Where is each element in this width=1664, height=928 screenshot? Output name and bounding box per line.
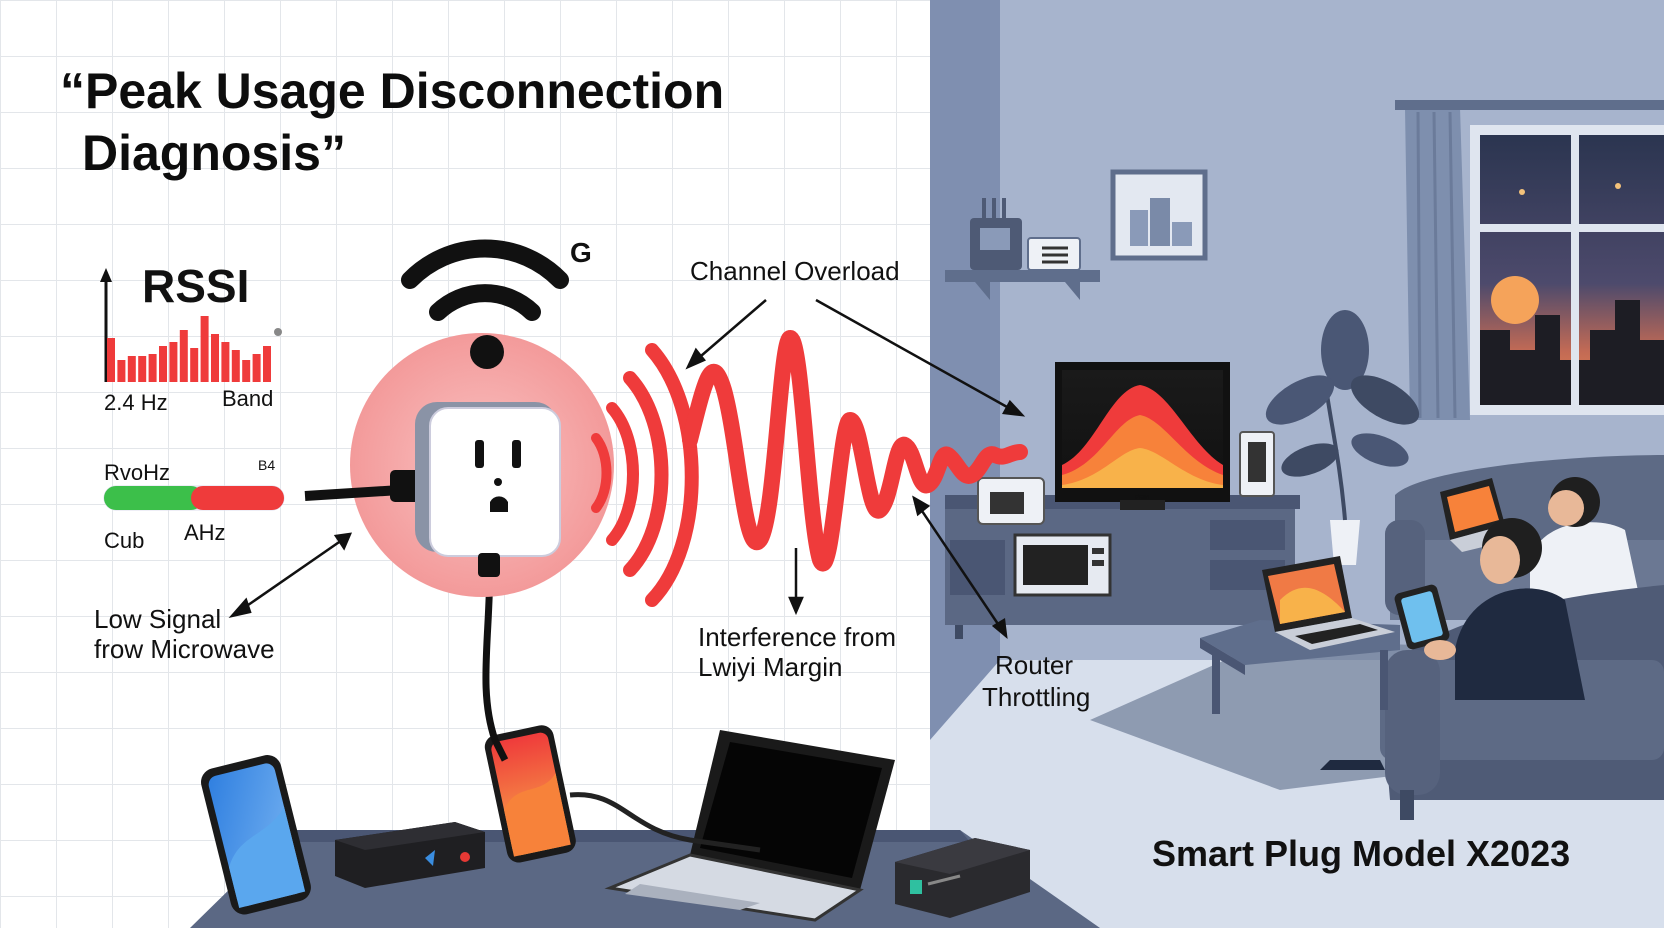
streaming-box (335, 822, 485, 888)
rssi-bar (117, 360, 126, 382)
wifi-icon (401, 239, 569, 369)
wifi-badge: G (570, 237, 592, 268)
rssi-bar (252, 354, 261, 382)
potted-plant (1265, 310, 1420, 565)
rssi-freq-label: 2.4 Hz (104, 390, 168, 415)
signal-emission-arcs (591, 343, 699, 607)
callout-router-2: Throttling (982, 682, 1090, 712)
callout-low-signal-2: frow Microwave (94, 634, 275, 664)
smartphone-blue (201, 755, 311, 915)
person-front (1320, 518, 1585, 770)
living-room-scene: ᴘᴇᴍ (930, 0, 1664, 928)
rssi-bar (107, 338, 115, 382)
rssi-bar (138, 356, 147, 382)
rssi-bar (127, 356, 136, 382)
model-label: Smart Plug Model X2023 (1152, 833, 1570, 874)
wall-picture (1110, 169, 1208, 261)
wall-shelf (945, 198, 1100, 300)
laptop-open (604, 730, 895, 922)
window (1395, 100, 1664, 420)
title-line-2: Diagnosis” (82, 125, 346, 181)
rssi-bar (169, 342, 178, 382)
rssi-bar-chart (107, 316, 271, 382)
rssi-bar (148, 354, 157, 382)
interference-waveform (682, 329, 1028, 572)
tablet-device (1394, 584, 1456, 660)
rssi-bar (263, 346, 271, 382)
axis-arrow-icon (100, 268, 112, 282)
table-laptop (1262, 556, 1395, 650)
speaker-tower (1239, 431, 1275, 497)
callout-channel-overload: Channel Overload (690, 256, 900, 286)
outlet-face-icon (475, 440, 521, 512)
meter-bottom-right: AHz (184, 520, 226, 545)
callout-low-signal-1: Low Signal (94, 604, 221, 634)
tv-brand: ᴘᴇᴍ (1135, 492, 1149, 501)
title-line-1: “Peak Usage Disconnection (60, 63, 724, 119)
rssi-bar (200, 316, 209, 382)
rssi-bar (221, 342, 230, 382)
signal-meter-green (104, 486, 203, 510)
callout-arrows (228, 298, 1026, 639)
speaker-box (1027, 237, 1081, 271)
phone-cable (569, 792, 761, 853)
signal-meter (103, 485, 285, 511)
meter-top-left: RvoHz (104, 460, 170, 485)
meter-bottom-left: Cub (104, 528, 144, 553)
television: ᴘᴇᴍ (1055, 362, 1230, 510)
smartphone-charging (484, 725, 576, 863)
person-back (1530, 477, 1640, 600)
rssi-bar (211, 334, 219, 382)
rssi-bar (231, 350, 240, 382)
callout-router-1: Router (995, 650, 1073, 680)
router-device (970, 198, 1022, 270)
rssi-bar (242, 360, 251, 382)
media-box (977, 477, 1045, 525)
rssi-panel: RSSI 2.4 Hz Band RvoHz B4 Cub AHz (100, 260, 285, 553)
callout-interference-1: Interference from (698, 622, 896, 652)
sun-icon (1491, 276, 1539, 324)
rssi-heading: RSSI (142, 260, 249, 312)
rssi-band-label: Band (222, 386, 273, 411)
power-bank (895, 838, 1030, 918)
rssi-bar (190, 348, 199, 382)
meter-top-right: B4 (258, 457, 275, 473)
signal-meter-red (191, 486, 284, 510)
rssi-bar (159, 346, 167, 382)
rssi-dot (274, 328, 282, 336)
rssi-bar (179, 330, 188, 382)
smart-plug-group (304, 333, 614, 597)
callout-interference-2: Lwiyi Margin (698, 652, 843, 682)
page-title: “Peak Usage Disconnection Diagnosis” (60, 63, 724, 181)
